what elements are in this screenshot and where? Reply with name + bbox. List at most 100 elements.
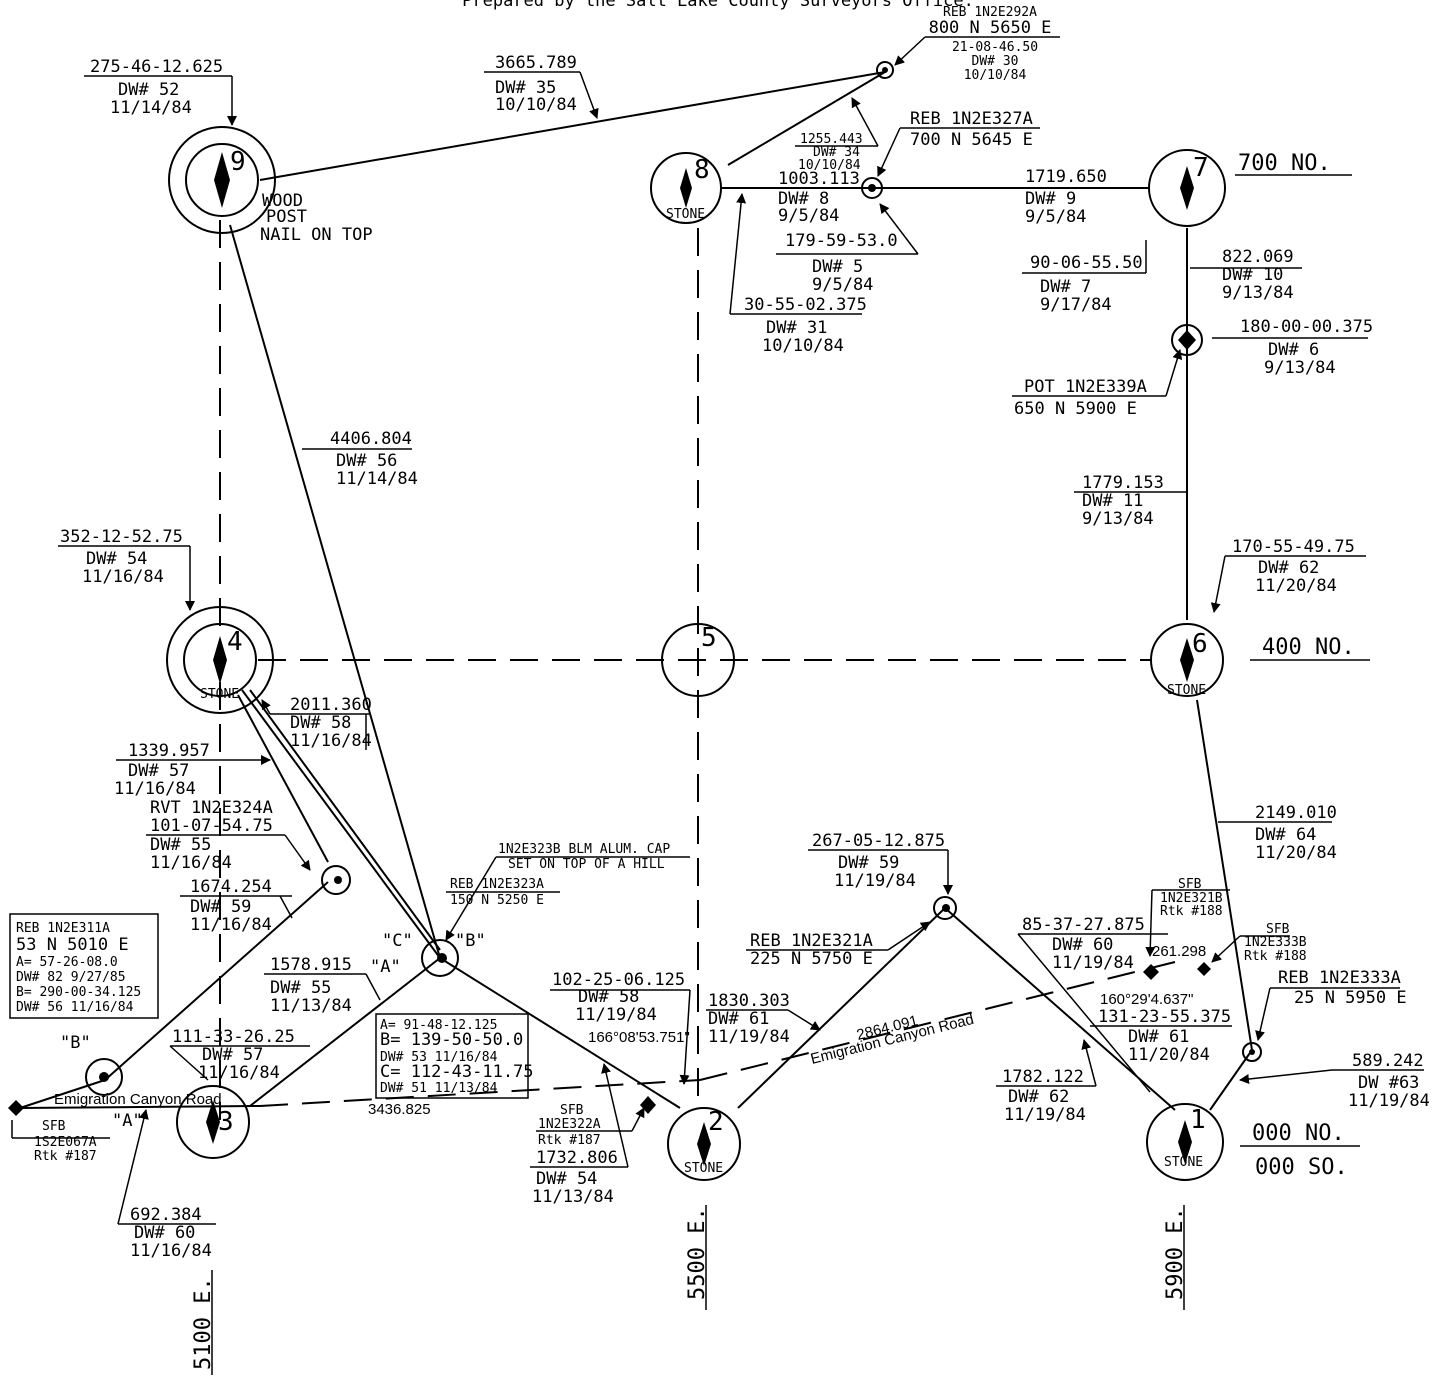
label-180-00: 180-00-00.375 DW# 6 9/13/84 <box>1212 317 1373 378</box>
svg-text:650 N 5900 E: 650 N 5900 E <box>1014 399 1137 419</box>
survey-lines <box>19 71 1253 1111</box>
svg-text:DW# 61: DW# 61 <box>708 1009 769 1029</box>
svg-text:DW# 54: DW# 54 <box>536 1169 597 1189</box>
corner-4[interactable]: 4 STONE <box>166 606 274 714</box>
corner-2[interactable]: 2 STONE <box>667 1107 741 1181</box>
corner-5[interactable]: 5 <box>661 623 735 697</box>
corner-8[interactable]: 8 STONE <box>650 152 722 224</box>
svg-text:REB 1N2E311A: REB 1N2E311A <box>16 921 110 936</box>
svg-text:275-46-12.625: 275-46-12.625 <box>90 57 223 77</box>
svg-text:1003.113: 1003.113 <box>778 169 860 189</box>
svg-text:9/13/84: 9/13/84 <box>1082 509 1154 529</box>
svg-text:1N2E323B BLM ALUM. CAP: 1N2E323B BLM ALUM. CAP <box>498 842 670 857</box>
svg-text:Rtk #188: Rtk #188 <box>1244 949 1307 964</box>
svg-text:11/19/84: 11/19/84 <box>1004 1105 1086 1125</box>
street-000-so: 000 SO. <box>1255 1155 1348 1180</box>
svg-text:SFB: SFB <box>560 1103 584 1118</box>
wood-post-1: WOOD <box>262 191 303 211</box>
svg-text:589.242: 589.242 <box>1352 1051 1424 1071</box>
svg-text:2: 2 <box>708 1107 724 1137</box>
svg-text:11/20/84: 11/20/84 <box>1128 1045 1210 1065</box>
label-sfb-321b: SFB 1N2E321B Rtk #188 <box>1145 877 1230 957</box>
svg-text:180-00-00.375: 180-00-00.375 <box>1240 317 1373 337</box>
svg-text:Rtk #187: Rtk #187 <box>538 1133 601 1148</box>
svg-text:10/10/84: 10/10/84 <box>762 336 844 356</box>
label-reb-321a: REB 1N2E321A 225 N 5750 E <box>746 921 931 969</box>
label-131-23: 131-23-55.375 DW# 61 11/20/84 <box>1090 1007 1232 1065</box>
label-blm-323b: 1N2E323B BLM ALUM. CAP SET ON TOP OF A H… <box>445 842 690 941</box>
svg-text:1: 1 <box>1190 1105 1206 1135</box>
svg-text:3: 3 <box>218 1107 234 1137</box>
corner-1[interactable]: 1 STONE <box>1146 1103 1224 1181</box>
svg-text:DW# 8: DW# 8 <box>778 189 829 209</box>
svg-text:1732.806: 1732.806 <box>536 1148 618 1168</box>
svg-text:DW# 7: DW# 7 <box>1040 277 1091 297</box>
label-3665-789: 3665.789 DW# 35 10/10/84 <box>484 53 599 119</box>
svg-text:179-59-53.0: 179-59-53.0 <box>785 231 898 251</box>
street-700-no: 700 NO. <box>1238 151 1331 176</box>
svg-text:5: 5 <box>701 623 717 653</box>
svg-text:C= 112-43-11.75: C= 112-43-11.75 <box>380 1062 534 1082</box>
svg-text:DW# 82 9/27/85: DW# 82 9/27/85 <box>16 970 126 985</box>
svg-text:1674.254: 1674.254 <box>190 877 272 897</box>
svg-text:A= 91-48-12.125: A= 91-48-12.125 <box>380 1018 497 1033</box>
corner-9[interactable]: 9 <box>168 126 276 234</box>
svg-text:1N2E322A: 1N2E322A <box>538 1117 601 1132</box>
svg-text:SET ON TOP OF A HILL: SET ON TOP OF A HILL <box>508 857 665 872</box>
svg-text:822.069: 822.069 <box>1222 247 1294 267</box>
section-lines <box>219 220 1176 1120</box>
svg-text:102-25-06.125: 102-25-06.125 <box>552 970 685 990</box>
svg-text:DW# 58: DW# 58 <box>578 987 639 1007</box>
svg-text:DW# 9: DW# 9 <box>1025 189 1076 209</box>
svg-text:DW# 58: DW# 58 <box>290 713 351 733</box>
label-352-12: 352-12-52.75 DW# 54 11/16/84 <box>58 527 195 611</box>
svg-text:STONE: STONE <box>1167 683 1206 698</box>
label-267-05: 267-05-12.875 DW# 59 11/19/84 <box>808 831 953 895</box>
label-sfb-333b: SFB 1N2E333B Rtk #188 <box>1211 922 1307 964</box>
svg-text:A= 57-26-08.0: A= 57-26-08.0 <box>16 955 118 970</box>
svg-text:700 N 5645 E: 700 N 5645 E <box>910 130 1033 150</box>
svg-text:11/16/84: 11/16/84 <box>150 853 232 873</box>
svg-text:1S2E067A: 1S2E067A <box>34 1135 97 1150</box>
svg-text:DW# 52: DW# 52 <box>118 80 179 100</box>
svg-text:DW# 6: DW# 6 <box>1268 340 1319 360</box>
svg-text:1782.122: 1782.122 <box>1002 1067 1084 1087</box>
label-692-384: 692.384 DW# 60 11/16/84 <box>117 1109 216 1261</box>
label-reb-333a: REB 1N2E333A 25 N 5950 E <box>1255 968 1407 1041</box>
label-1339-957: 1339.957 DW# 57 11/16/84 <box>114 741 271 799</box>
svg-text:30-55-02.375: 30-55-02.375 <box>744 295 867 315</box>
box-angles-323: A= 91-48-12.125 B= 139-50-50.0 DW# 53 11… <box>375 1013 534 1099</box>
svg-text:9/5/84: 9/5/84 <box>1025 207 1086 227</box>
svg-text:SFB: SFB <box>1178 877 1202 892</box>
wood-post-3: NAIL ON TOP <box>260 225 373 245</box>
svg-text:225 N 5750 E: 225 N 5750 E <box>750 949 873 969</box>
svg-text:352-12-52.75: 352-12-52.75 <box>60 527 183 547</box>
svg-text:DW# 34: DW# 34 <box>813 145 860 160</box>
svg-text:150 N 5250 E: 150 N 5250 E <box>450 893 544 908</box>
corner-7[interactable]: 7 <box>1148 149 1226 227</box>
angle-166: 166°08'53.751" <box>588 1029 690 1046</box>
angle-a-top: "A" <box>370 957 401 977</box>
svg-text:111-33-26.25: 111-33-26.25 <box>172 1027 295 1047</box>
svg-text:2149.010: 2149.010 <box>1255 803 1337 823</box>
svg-text:DW# 30: DW# 30 <box>972 54 1019 69</box>
svg-text:7: 7 <box>1193 153 1209 183</box>
label-2011-360: 2011.360 DW# 58 11/16/84 <box>261 695 372 751</box>
svg-text:1339.957: 1339.957 <box>128 741 210 761</box>
svg-text:Rtk #188: Rtk #188 <box>1160 904 1223 919</box>
svg-text:4406.804: 4406.804 <box>330 429 412 449</box>
label-1782-122: 1782.122 DW# 62 11/19/84 <box>996 1039 1097 1125</box>
svg-text:11/19/84: 11/19/84 <box>575 1005 657 1025</box>
label-reb-323a: REB 1N2E323A 150 N 5250 E <box>446 877 560 908</box>
label-reb-327a: REB 1N2E327A 700 N 5645 E <box>877 109 1040 177</box>
corner-6[interactable]: 6 STONE <box>1150 623 1224 698</box>
svg-text:SFB: SFB <box>1266 922 1290 937</box>
svg-text:11/16/84: 11/16/84 <box>198 1063 280 1083</box>
svg-text:DW# 5: DW# 5 <box>812 257 863 277</box>
svg-text:11/16/84: 11/16/84 <box>82 567 164 587</box>
label-30-55: 30-55-02.375 DW# 31 10/10/84 <box>729 193 867 356</box>
svg-text:DW# 56 11/16/84: DW# 56 11/16/84 <box>16 1000 134 1015</box>
svg-text:DW# 54: DW# 54 <box>86 549 147 569</box>
corner-3[interactable]: 3 <box>176 1085 250 1159</box>
svg-text:DW# 57: DW# 57 <box>128 761 189 781</box>
